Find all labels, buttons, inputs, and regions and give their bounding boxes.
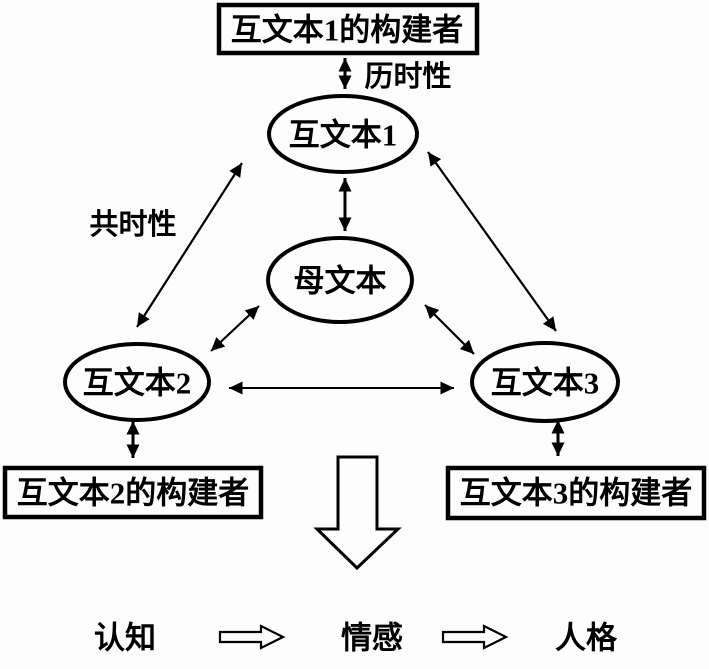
intertext1-label: 互文本1 <box>289 118 398 153</box>
big-down-arrow-icon <box>313 455 402 571</box>
outcome-sequence: 认知 情感 人格 <box>94 621 618 656</box>
arrow-mother-intertext2 <box>210 305 260 352</box>
arrow-mother-intertext3 <box>424 304 475 355</box>
step-personality-label: 人格 <box>555 621 618 656</box>
node-builder1: 互文本1的构建者 <box>216 2 480 56</box>
intertext3-label: 互文本3 <box>491 366 600 401</box>
arrow-intertext1-intertext2-synchronic <box>136 162 243 328</box>
intertext2-label: 互文本2 <box>83 366 192 401</box>
synchronic-label: 共时性 <box>89 208 176 241</box>
intertext2-ellipse <box>63 342 211 422</box>
diachronic-label: 历时性 <box>364 60 451 93</box>
builder3-box <box>445 465 707 521</box>
builder2-label: 互文本2的构建者 <box>17 476 250 511</box>
node-builder2: 互文本2的构建者 <box>2 465 264 520</box>
intertext3-ellipse <box>470 341 620 423</box>
right-arrow-icon-2 <box>441 624 509 650</box>
builder1-label: 互文本1的构建者 <box>231 13 464 48</box>
mother-text-ellipse <box>266 236 414 324</box>
right-arrow-icon-1 <box>218 624 286 650</box>
arrow-intertext1-intertext3 <box>427 151 557 332</box>
node-intertext2: 互文本2 <box>63 342 211 422</box>
builder1-box <box>216 2 480 56</box>
builder3-label: 互文本3的构建者 <box>460 476 693 511</box>
step-cognition-label: 认知 <box>94 621 156 656</box>
node-intertext3: 互文本3 <box>470 341 620 423</box>
step-emotion-label: 情感 <box>341 621 403 656</box>
node-mother-text: 母文本 <box>266 236 414 324</box>
builder2-box <box>2 465 264 520</box>
node-builder3: 互文本3的构建者 <box>445 465 707 521</box>
intertext1-ellipse <box>267 94 419 174</box>
mother-text-label: 母文本 <box>294 264 387 299</box>
node-intertext1: 互文本1 <box>267 94 419 174</box>
